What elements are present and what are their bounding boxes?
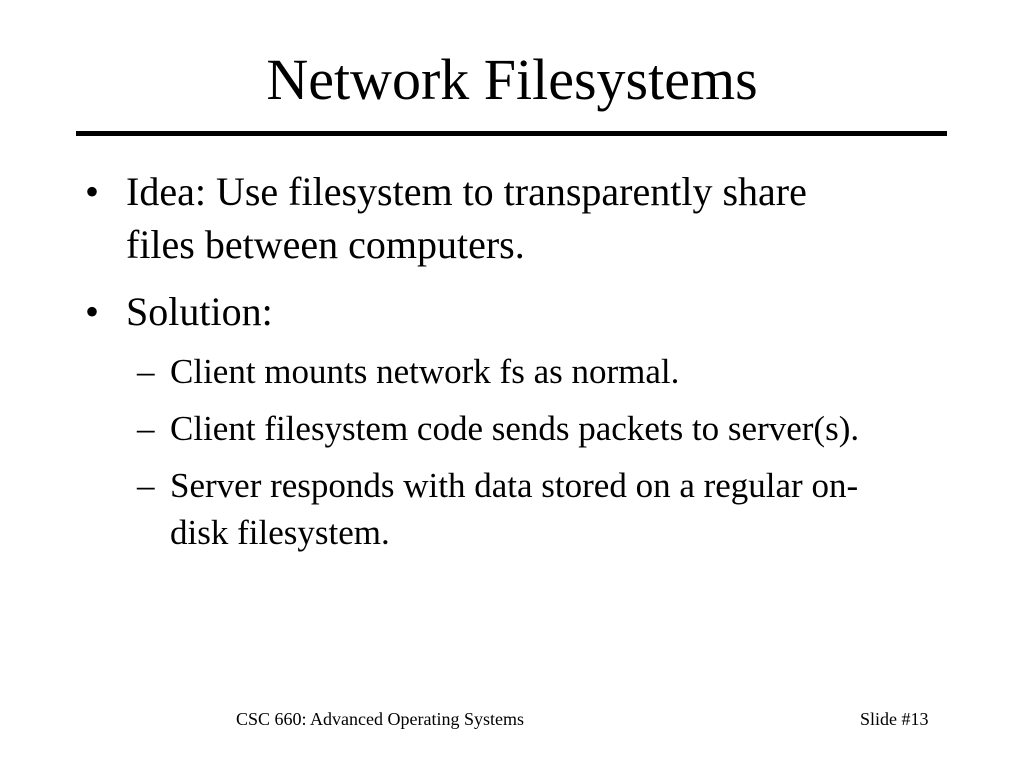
title-divider	[76, 131, 947, 136]
slide-title: Network Filesystems	[266, 47, 758, 112]
sub-bullet-marker: –	[137, 409, 155, 448]
sub-bullet-marker: –	[137, 352, 155, 391]
bullet-text-line: Solution:	[126, 289, 273, 334]
footer-course: CSC 660: Advanced Operating Systems	[236, 709, 524, 729]
sub-bullet-text-line: disk filesystem.	[170, 513, 390, 552]
bullet-text-line: files between computers.	[126, 222, 525, 267]
sub-bullet-marker: –	[137, 466, 155, 505]
footer-slide-number: Slide #13	[860, 709, 929, 729]
bullet-marker: •	[85, 289, 100, 334]
sub-bullet-text-line: Server responds with data stored on a re…	[170, 466, 859, 505]
sub-bullet-text-line: Client mounts network fs as normal.	[170, 352, 680, 391]
bullet-marker: •	[85, 169, 100, 214]
bullet-text-line: Idea: Use filesystem to transparently sh…	[126, 169, 807, 214]
sub-bullet-text-line: Client filesystem code sends packets to …	[170, 409, 860, 448]
